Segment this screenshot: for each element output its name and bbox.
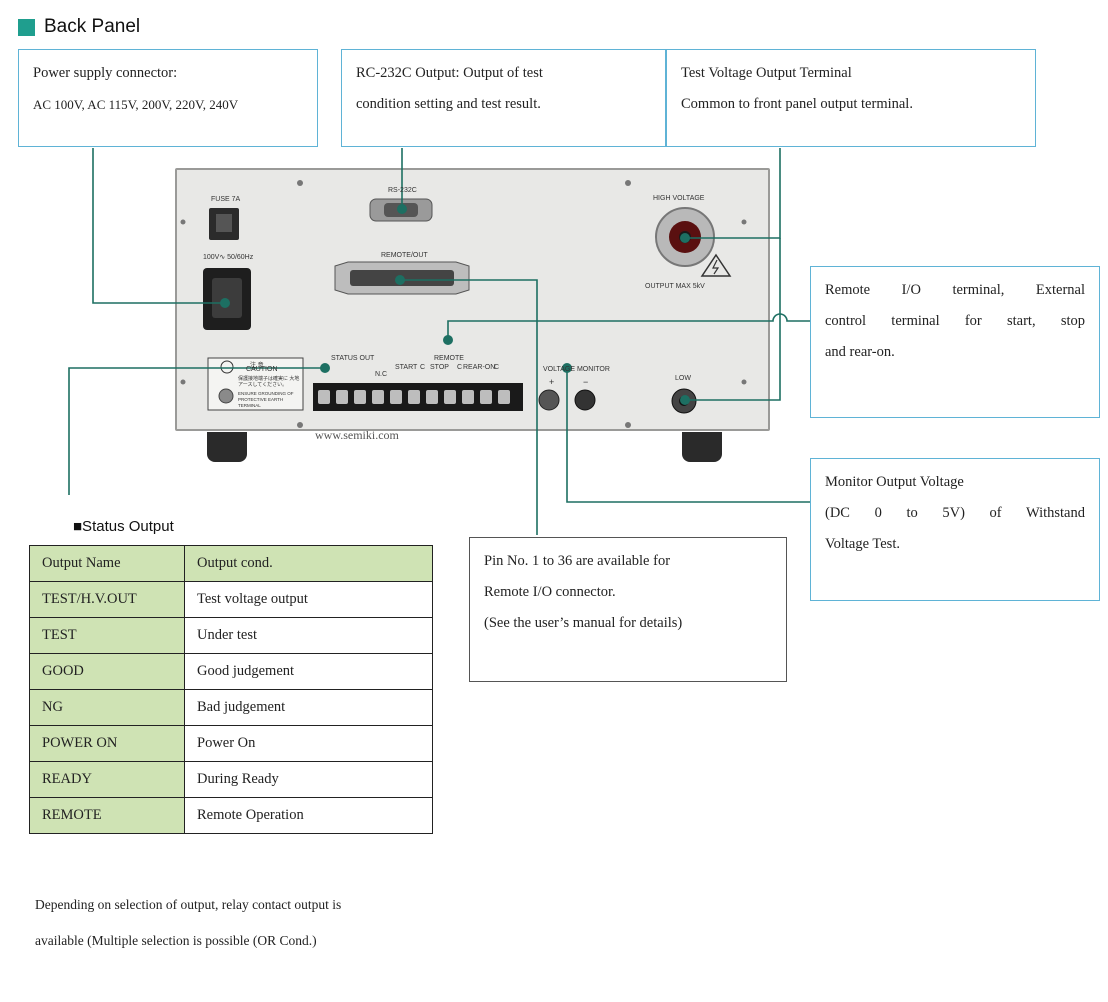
leader-dots bbox=[220, 204, 690, 405]
fuse-cap bbox=[216, 214, 232, 232]
callout-line: and rear-on. bbox=[825, 344, 895, 360]
callout-line: Pin No. 1 to 36 are available for bbox=[484, 553, 671, 569]
plus-label: + bbox=[549, 377, 555, 387]
lightning-bolt-icon bbox=[712, 259, 720, 275]
voltage-monitor-label: VOLTAGE MONITOR bbox=[543, 366, 610, 373]
callout-remote-io: Remote I/O terminal, External control te… bbox=[810, 266, 1100, 418]
status-note-line: available (Multiple selection is possibl… bbox=[35, 933, 317, 948]
minus-label: − bbox=[583, 377, 589, 387]
table-header-row: Output Name Output cond. bbox=[29, 545, 433, 582]
monitor-minus-terminal bbox=[574, 389, 596, 411]
rear-on-label: REAR-ON bbox=[463, 364, 496, 371]
remote-label: REMOTE bbox=[434, 355, 464, 362]
output-name-cell: NG bbox=[29, 689, 185, 726]
ac-inlet-socket bbox=[212, 278, 242, 318]
table-row: TEST Under test bbox=[29, 617, 433, 654]
callout-line: AC 100V, AC 115V, 200V, 220V, 240V bbox=[33, 97, 239, 112]
ground-terminal bbox=[218, 388, 234, 404]
leader-remote-io bbox=[447, 313, 810, 340]
fuse-label: FUSE 7A bbox=[211, 196, 241, 203]
caution-label-text: CAUTION bbox=[246, 366, 278, 373]
output-name-cell: REMOTE bbox=[29, 797, 185, 834]
hazard-warning-icon bbox=[700, 253, 732, 277]
start-label: START bbox=[395, 364, 418, 371]
panel-screws bbox=[180, 180, 747, 428]
callout-line: condition setting and test result. bbox=[356, 96, 541, 112]
status-output-table: Output Name Output cond. TEST/H.V.OUT Te… bbox=[29, 545, 433, 834]
remote-out-label: REMOTE/OUT bbox=[381, 252, 428, 259]
stop-c-label: C bbox=[457, 364, 463, 371]
callout-line: control terminal for start, stop bbox=[825, 313, 1085, 329]
nc-label: N.C bbox=[375, 371, 388, 378]
callout-test-voltage: Test Voltage Output Terminal Common to f… bbox=[666, 49, 1036, 147]
table-row: READY During Ready bbox=[29, 761, 433, 798]
monitor-plus-terminal bbox=[538, 389, 560, 411]
caution-title-label: 注 意 bbox=[250, 363, 264, 369]
output-max-label: OUTPUT MAX 5kV bbox=[645, 283, 705, 290]
output-cond-cell: Good judgement bbox=[184, 653, 433, 690]
table-header-cell: Output Name bbox=[29, 545, 185, 582]
caution-jp-text: 保護接地端子は確実に 大地アースしてください。 bbox=[238, 376, 300, 388]
output-name-cell: POWER ON bbox=[29, 725, 185, 762]
leader-power bbox=[92, 148, 225, 304]
callout-line: Monitor Output Voltage bbox=[825, 474, 964, 490]
leader-status-out bbox=[68, 367, 325, 495]
table-row: REMOTE Remote Operation bbox=[29, 797, 433, 834]
callout-line: Test Voltage Output Terminal bbox=[681, 65, 852, 81]
output-name-cell: GOOD bbox=[29, 653, 185, 690]
leader-low bbox=[685, 238, 781, 401]
callout-line: Remote I/O connector. bbox=[484, 584, 616, 600]
callout-line: (See the user’s manual for details) bbox=[484, 615, 683, 631]
ac-rating-label: 100V∿ 50/60Hz bbox=[203, 254, 254, 261]
output-cond-cell: Bad judgement bbox=[184, 689, 433, 726]
output-cond-cell: During Ready bbox=[184, 761, 433, 798]
rs232c-label: RS-232C bbox=[388, 187, 417, 194]
callout-rs232c: RC-232C Output: Output of test condition… bbox=[341, 49, 666, 147]
leader-lines bbox=[68, 148, 810, 535]
device-foot-left bbox=[207, 432, 247, 462]
table-row: GOOD Good judgement bbox=[29, 653, 433, 690]
table-row: TEST/H.V.OUT Test voltage output bbox=[29, 581, 433, 618]
callout-line: Power supply connector: bbox=[33, 65, 178, 81]
ground-symbol-icon bbox=[220, 360, 234, 374]
table-row: POWER ON Power On bbox=[29, 725, 433, 762]
output-cond-cell: Test voltage output bbox=[184, 581, 433, 618]
callout-line: Voltage Test. bbox=[825, 536, 900, 552]
callout-line: RC-232C Output: Output of test bbox=[356, 65, 543, 81]
output-name-cell: READY bbox=[29, 761, 185, 798]
terminal-screws bbox=[318, 390, 510, 404]
callout-line: (DC 0 to 5V) of Withstand bbox=[825, 505, 1085, 521]
caution-en-text: ENSURE GROUNDING OF PROTECTIVE EARTH TER… bbox=[238, 391, 294, 408]
table-header-cell: Output cond. bbox=[184, 545, 433, 582]
high-voltage-label: HIGH VOLTAGE bbox=[653, 195, 705, 202]
output-name-cell: TEST/H.V.OUT bbox=[29, 581, 185, 618]
device-foot-right bbox=[682, 432, 722, 462]
output-cond-cell: Power On bbox=[184, 725, 433, 762]
section-title: Back Panel bbox=[44, 16, 141, 37]
callout-monitor-output: Monitor Output Voltage (DC 0 to 5V) of W… bbox=[810, 458, 1100, 601]
leader-monitor bbox=[566, 368, 810, 503]
output-cond-cell: Remote Operation bbox=[184, 797, 433, 834]
status-note-line: Depending on selection of output, relay … bbox=[35, 897, 342, 912]
low-label: LOW bbox=[675, 375, 691, 382]
status-output-label: ■Status Output bbox=[73, 518, 174, 535]
section-marker-icon bbox=[18, 19, 35, 36]
stop-label: STOP bbox=[430, 364, 449, 371]
leader-remote-out bbox=[400, 279, 538, 535]
rear-on-c-label: C bbox=[494, 364, 500, 371]
callout-line: Common to front panel output terminal. bbox=[681, 96, 913, 112]
callout-power-supply: Power supply connector: AC 100V, AC 115V… bbox=[18, 49, 318, 147]
callout-line: Remote I/O terminal, External bbox=[825, 282, 1085, 298]
start-c-label: C bbox=[420, 364, 426, 371]
status-out-label: STATUS OUT bbox=[331, 355, 375, 362]
callout-pin-info: Pin No. 1 to 36 are available for Remote… bbox=[469, 537, 787, 682]
watermark: www.semiki.com bbox=[315, 428, 399, 442]
table-row: NG Bad judgement bbox=[29, 689, 433, 726]
output-name-cell: TEST bbox=[29, 617, 185, 654]
output-cond-cell: Under test bbox=[184, 617, 433, 654]
